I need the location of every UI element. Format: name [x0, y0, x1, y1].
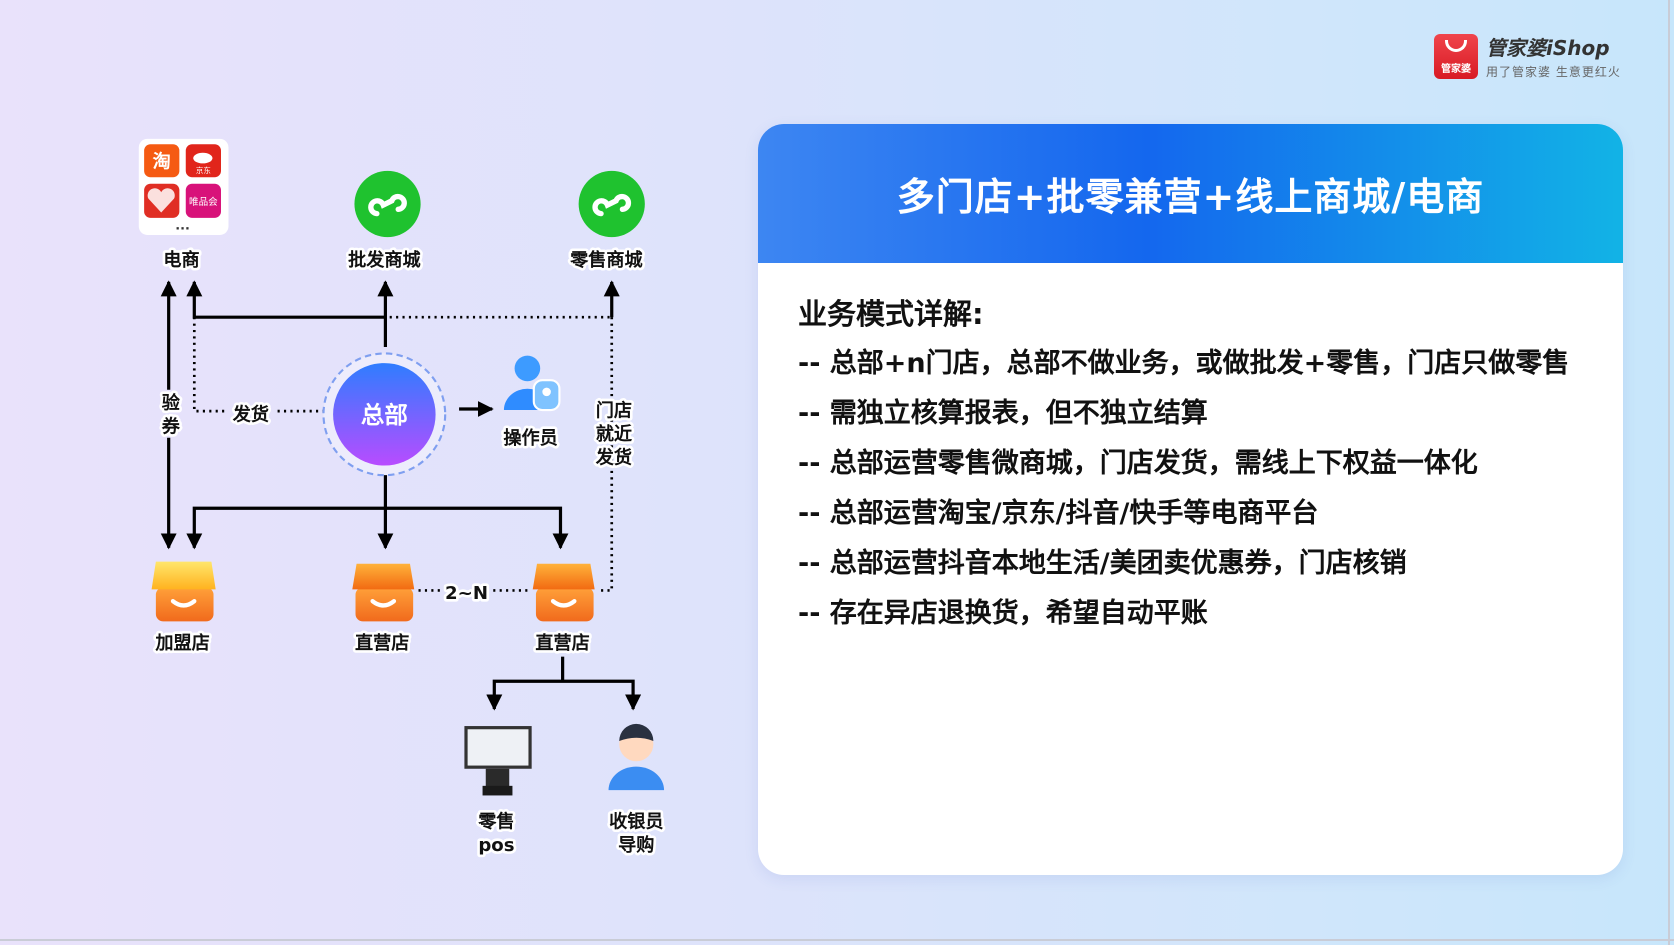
svg-text:...: ...: [175, 219, 190, 234]
logo-icon: 管家婆: [1434, 33, 1478, 79]
panel-title: 多门店+批零兼营+线上商城/电商: [896, 175, 1485, 219]
taobao-icon: [144, 144, 180, 178]
panel-header: 多门店+批零兼营+线上商城/电商: [758, 124, 1623, 263]
retail-mall-icon: [578, 170, 645, 238]
ecommerce-label: 电商: [163, 249, 199, 271]
direct-store-icon-2: [532, 563, 595, 622]
detail-line: -- 总部运营抖音本地生活/美团卖优惠券，门店核销: [798, 548, 1407, 579]
pos-label: 零售: [477, 810, 514, 832]
ship-label: 发货: [232, 404, 269, 426]
nearby-ship-label-3: 发货: [595, 446, 632, 468]
detail-line: -- 总部运营零售微商城，门店发货，需线上下权益一体化: [798, 448, 1478, 479]
direct-store-icon: [352, 563, 415, 622]
panel-heading: 业务模式详解:: [798, 297, 984, 331]
svg-text:淘: 淘: [153, 151, 171, 173]
direct-store-label-2: 直营店: [535, 632, 589, 654]
verify-label-2: 券: [161, 415, 181, 437]
detail-line: -- 存在异店退换货，希望自动平账: [798, 598, 1208, 629]
nearby-ship-label-2: 就近: [596, 423, 633, 445]
franchise-store-label: 加盟店: [154, 632, 209, 654]
slide-edge-right: [1668, 0, 1670, 945]
dotted-lines: [192, 315, 614, 592]
operator-label: 操作员: [503, 427, 557, 449]
detail-line: -- 总部运营淘宝/京东/抖音/快手等电商平台: [798, 498, 1319, 529]
brand-name: 管家婆iShop: [1486, 36, 1610, 60]
pos-label-2: pos: [478, 835, 514, 856]
cashier-label-2: 导购: [618, 834, 654, 856]
store-range-label: 2~N: [445, 583, 488, 604]
verify-label: 验: [162, 392, 181, 414]
pos-terminal-icon: [464, 726, 532, 796]
business-mode-panel: 多门店+批零兼营+线上商城/电商 业务模式详解: -- 总部+n门店，总部不做业…: [758, 124, 1623, 875]
hq-label: 总部: [361, 401, 408, 429]
operator-icon: [503, 355, 561, 412]
svg-text:京东: 京东: [196, 165, 211, 175]
detail-line: -- 总部+n门店，总部不做业务，或做批发+零售，门店只做零售: [798, 348, 1570, 379]
retail-mall-label: 零售商城: [569, 249, 643, 271]
direct-store-label: 直营店: [355, 632, 409, 654]
wholesale-mall-label: 批发商城: [348, 249, 421, 271]
cashier-label: 收银员: [609, 810, 663, 832]
svg-text:唯品会: 唯品会: [189, 196, 218, 208]
ecommerce-apps: 淘 京东 唯品会 ...: [138, 138, 229, 235]
brand-slogan: 用了管家婆 生意更红火: [1486, 65, 1621, 79]
wholesale-mall-icon: [354, 170, 421, 238]
vipshop-icon: [185, 183, 221, 218]
cashier-icon: [608, 723, 665, 791]
hq-node: 总部: [322, 352, 447, 477]
slide-edge-bottom: [0, 939, 1674, 941]
franchise-store-icon: [151, 561, 216, 622]
detail-line: -- 需独立核算报表，但不独立结算: [798, 398, 1208, 429]
nearby-ship-label: 门店: [596, 399, 632, 421]
brand-logo: 管家婆 管家婆iShop 用了管家婆 生意更红火: [1434, 32, 1621, 80]
logo-icon-text: 管家婆: [1441, 63, 1471, 75]
